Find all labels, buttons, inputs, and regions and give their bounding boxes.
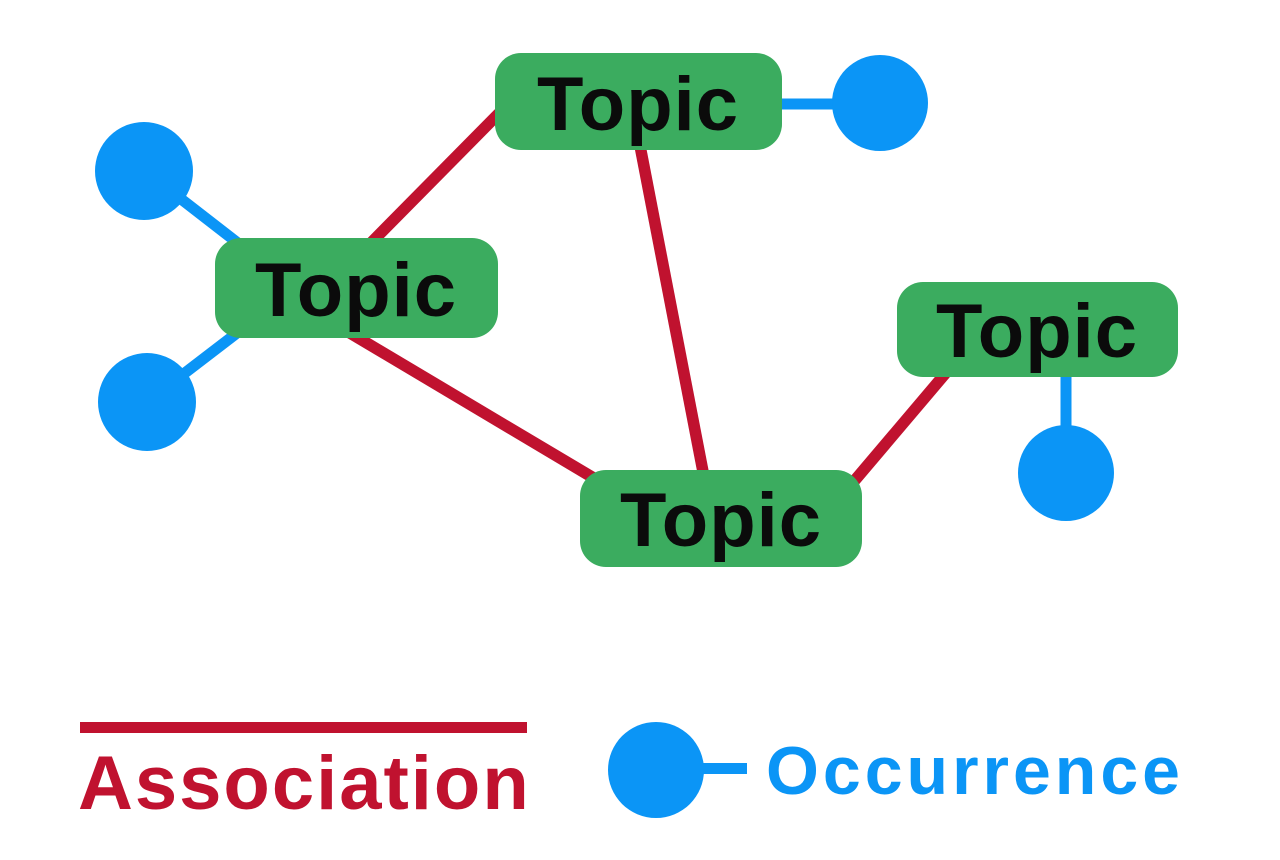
association-line-top-left <box>355 87 525 259</box>
topic-node-top: Topic <box>495 53 782 150</box>
association-line-top-bottom <box>630 123 711 484</box>
occurrence-circle-left-upper <box>95 122 193 220</box>
topic-node-rect <box>580 470 862 567</box>
occurrence-circle-right <box>1018 425 1114 521</box>
occurrence-circle-top <box>832 55 928 151</box>
legend-occurrence-label: Occurrence <box>766 733 1184 809</box>
legend-association-line-swatch <box>80 722 527 733</box>
legend-occurrence-circle-swatch <box>608 722 704 818</box>
occurrence-circles <box>95 55 1114 521</box>
topic-node-rect <box>495 53 782 150</box>
association-line-left-bottom <box>342 325 605 488</box>
association-edges <box>342 87 955 490</box>
topic-node-right: Topic <box>897 282 1178 377</box>
association-line-bottom-right <box>845 364 955 490</box>
legend-association-label: Association <box>78 741 531 826</box>
topic-node-label: Topic <box>620 478 822 563</box>
topic-node-rect <box>215 238 498 338</box>
topic-node-bottom: Topic <box>580 470 862 567</box>
legend: Association Occurrence <box>78 722 1184 826</box>
occurrence-circle-left-lower <box>98 353 196 451</box>
topic-node-label: Topic <box>255 248 457 333</box>
topic-node-label: Topic <box>936 289 1138 374</box>
topic-node-left: Topic <box>215 238 498 338</box>
topic-node-label: Topic <box>537 62 739 147</box>
legend-occurrence-line-swatch <box>700 763 747 774</box>
topic-node-rect <box>897 282 1178 377</box>
